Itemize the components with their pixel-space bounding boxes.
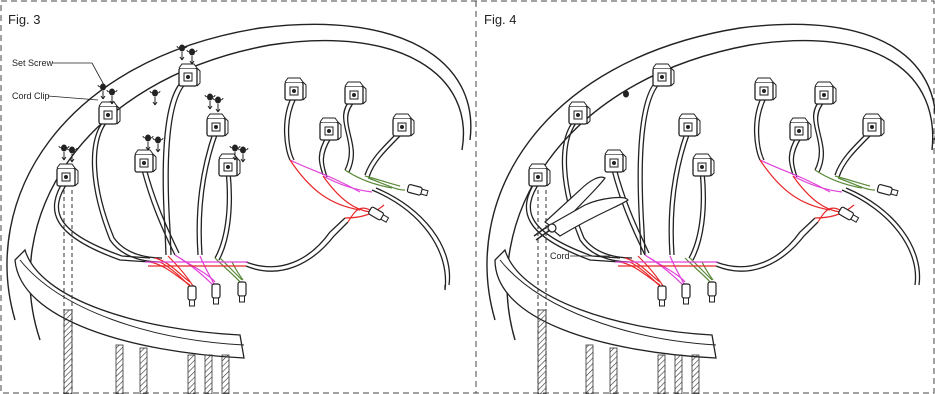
set-screw-callout: Set Screw: [12, 58, 54, 68]
figure-4: Fig. 4: [484, 12, 935, 394]
cord-callout: Cord: [550, 251, 570, 261]
rod-group-4: [537, 309, 700, 394]
rod-group-3: [63, 309, 230, 394]
wire-stripper: [533, 176, 629, 241]
figure-3-title: Fig. 3: [8, 12, 41, 27]
figure-4-title: Fig. 4: [484, 12, 517, 27]
figure-3: Fig. 3: [6, 12, 472, 394]
cord-clip-callout: Cord Clip: [12, 91, 50, 101]
